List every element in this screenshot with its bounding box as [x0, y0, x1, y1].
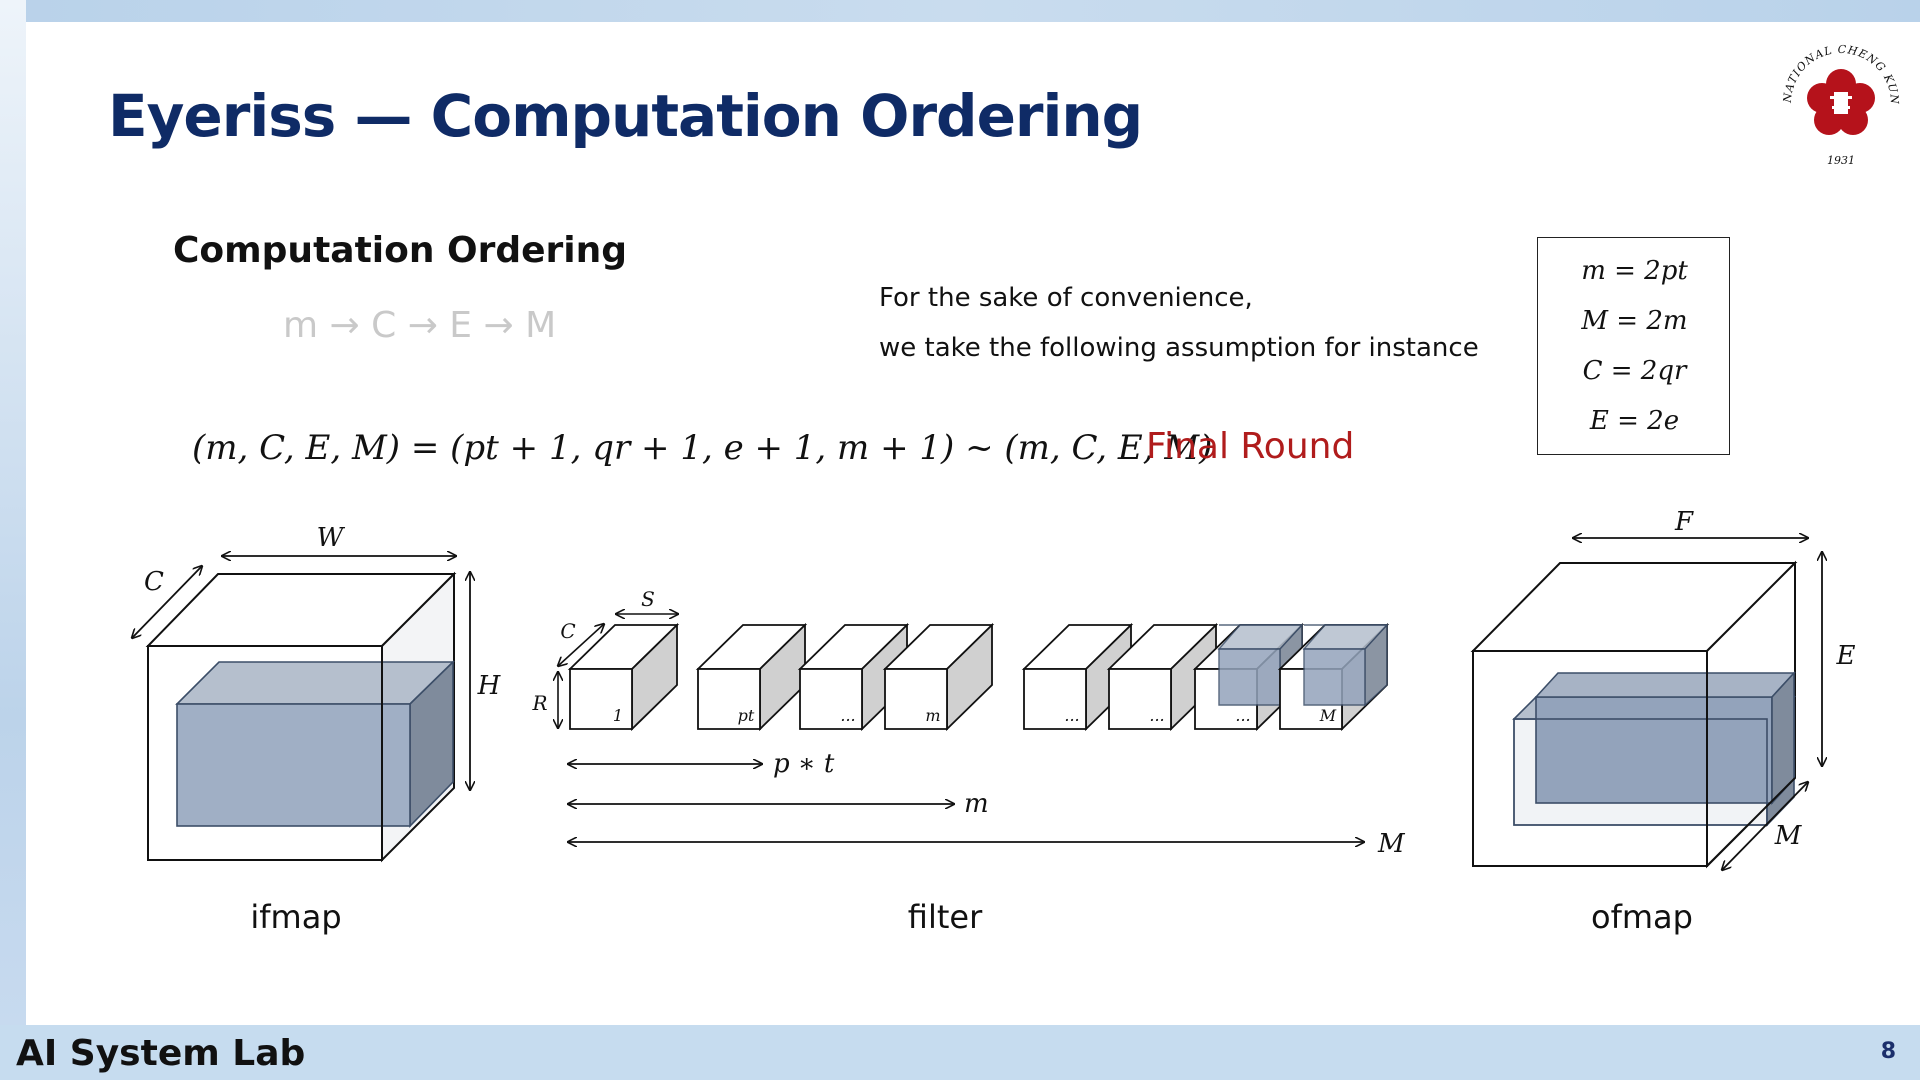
filter-box: ...: [1192, 622, 1305, 732]
ofmap-cube: [1470, 560, 1798, 869]
ifmap-channel-arrow: [132, 566, 202, 638]
filter-box: ...: [1106, 622, 1219, 732]
ofmap-highlight-block: [1512, 670, 1797, 827]
ofmap-channel-arrow: [1722, 782, 1808, 870]
filter-c-label: C: [560, 619, 575, 643]
ifmap-cube: [145, 571, 457, 863]
filter-box: pt: [695, 622, 808, 732]
ifmap-height-label: H: [477, 671, 502, 701]
ofmap-channel-label: M: [1774, 821, 1803, 851]
ofmap-caption: ofmap: [1591, 898, 1693, 936]
filter-caption: filter: [907, 898, 983, 936]
footer-lab-name: AI System Lab: [16, 1033, 306, 1074]
top-frame-bar: [0, 0, 1920, 22]
ifmap-caption: ifmap: [250, 898, 342, 936]
filter-box-label: M: [1319, 706, 1337, 725]
ofmap-width-label: F: [1674, 507, 1694, 537]
page-number: 8: [1880, 1039, 1896, 1064]
university-seal-icon: NATIONAL CHENG KUNG UNIVERSITY 1931: [1774, 36, 1900, 167]
filter-box: m: [882, 622, 995, 732]
final-round-label: Final Round: [1146, 426, 1355, 467]
ifmap-channel-label: C: [144, 567, 164, 597]
seal-year: 1931: [1827, 154, 1855, 167]
filter-kernels: 1 pt... m......... M: [567, 622, 1390, 732]
filter-c-arrow: [558, 624, 604, 666]
assumption-line: m = 2pt: [1581, 256, 1688, 286]
loop-order: m → C → E → M: [283, 305, 557, 346]
filter-box-label: m: [925, 706, 940, 725]
span-m-label: m: [964, 789, 989, 819]
slide-title: Eyeriss — Computation Ordering: [108, 82, 1143, 150]
assumption-line: C = 2qr: [1582, 356, 1687, 386]
note-line-2: we take the following assumption for ins…: [879, 333, 1479, 363]
left-frame-bar: [0, 0, 26, 1025]
ofmap-height-label: E: [1836, 641, 1856, 671]
footer-bar: AI System Lab 8: [0, 1025, 1920, 1080]
note-line-1: For the sake of convenience,: [879, 283, 1253, 313]
loop-bounds-formula: (m, C, E, M) = (pt + 1, qr + 1, e + 1, m…: [192, 428, 1213, 468]
filter-box-label: ...: [1149, 706, 1164, 725]
filter-s-label: S: [641, 587, 655, 611]
filter-r-label: R: [531, 691, 547, 715]
assumption-line: M = 2m: [1581, 306, 1688, 336]
filter-box-label: pt: [738, 706, 755, 725]
filter-box: M: [1277, 622, 1390, 732]
ifmap-highlight-block: [175, 660, 455, 828]
section-subtitle: Computation Ordering: [173, 230, 628, 271]
filter-box-label: 1: [613, 706, 623, 725]
assumption-line: E = 2e: [1589, 406, 1680, 436]
filter-box-label: ...: [840, 706, 855, 725]
filter-box-label: ...: [1064, 706, 1079, 725]
span-M-label: M: [1377, 829, 1406, 859]
assumption-box: m = 2pt M = 2m C = 2qr E = 2e: [1537, 237, 1730, 455]
filter-box-label: ...: [1235, 706, 1250, 725]
ifmap-width-label: W: [317, 523, 346, 553]
span-pt-label: p ∗ t: [773, 749, 835, 779]
slide-content-area: [26, 22, 1920, 1025]
filter-shaded-block: [1302, 623, 1389, 707]
